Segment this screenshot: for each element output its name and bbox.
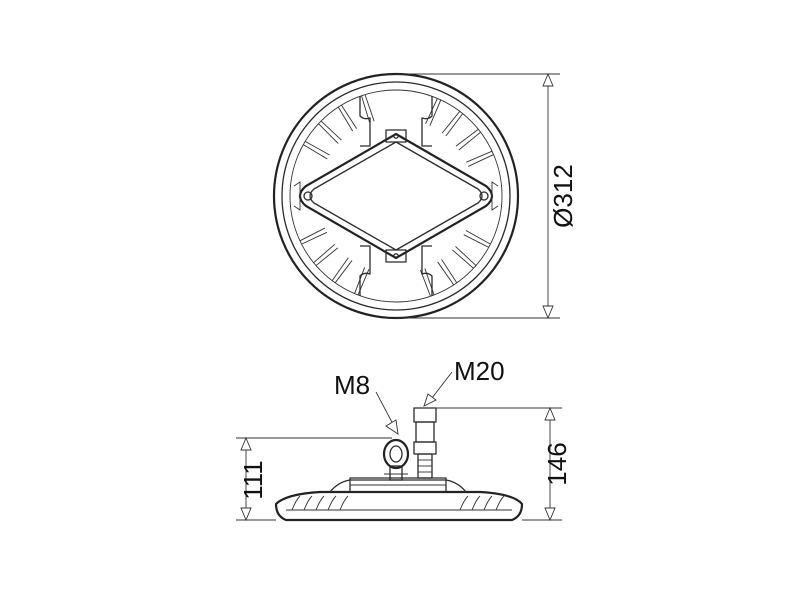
screw-left: [303, 191, 313, 201]
gland-body: [415, 421, 435, 443]
side-fin: [327, 495, 337, 511]
arrow-111-top: [240, 436, 252, 451]
gland-nut: [413, 441, 437, 455]
diameter-label: Ø312: [548, 164, 578, 228]
side-fin: [471, 495, 481, 511]
driver-housing-inner: [309, 141, 483, 251]
m8-arrow: [385, 419, 399, 435]
fin-line: [320, 120, 342, 141]
side-fin: [483, 495, 493, 511]
arrow-111-bottom: [240, 507, 252, 522]
fin-line: [303, 144, 328, 160]
bracket-tl: [359, 96, 371, 147]
arrow-bottom: [542, 305, 554, 320]
heat-sink-fins: [299, 94, 494, 297]
base-disc: [274, 490, 524, 522]
bottom-lug: [385, 249, 407, 263]
m20-leader: [431, 371, 453, 399]
inner-ring: [281, 81, 511, 311]
eye-bolt-hole: [389, 445, 403, 463]
m20-label: M20: [454, 356, 505, 386]
fin-line: [299, 227, 326, 242]
fin-line: [458, 131, 481, 151]
bracket-tr: [421, 96, 433, 147]
fin-line: [429, 99, 442, 126]
fin-line: [304, 141, 330, 156]
driver-housing: [298, 132, 494, 260]
fin-line: [441, 111, 461, 134]
right-bracket: [491, 181, 499, 211]
fin-line: [341, 104, 358, 129]
fin-line: [315, 247, 339, 266]
left-bracket: [293, 181, 301, 211]
fin-line: [441, 259, 458, 284]
fin-line: [337, 106, 354, 132]
fin-line: [452, 249, 474, 269]
fin-line: [331, 257, 349, 281]
bracket-bl: [359, 245, 371, 296]
gland-cap: [413, 407, 437, 423]
arrow-top: [542, 72, 554, 87]
side-fin: [303, 495, 313, 511]
fin-ring: [289, 89, 503, 303]
fin-line: [334, 260, 353, 284]
m8-label: M8: [334, 370, 370, 400]
side-view: 146 111 M8 M20: [236, 356, 572, 522]
side-fin: [495, 495, 505, 511]
height-total-label: 146: [542, 442, 572, 485]
fin-line: [318, 123, 339, 144]
fin-line: [465, 230, 491, 245]
fin-line: [455, 128, 479, 147]
eye-bolt-ring: [382, 438, 410, 470]
m8-leader: [375, 391, 395, 427]
top-lug: [385, 129, 407, 143]
fin-line: [445, 113, 464, 137]
fin-line: [364, 94, 375, 122]
side-fin: [339, 495, 349, 511]
fin-line: [313, 243, 336, 264]
side-fin: [459, 495, 469, 511]
fin-line: [301, 231, 328, 245]
bottom-lug-hole: [393, 253, 399, 259]
arrow-146-bottom: [544, 507, 556, 522]
height-body-label: 111: [238, 460, 268, 500]
m20-arrow: [423, 393, 437, 407]
side-fin: [291, 495, 301, 511]
arrow-146-top: [544, 406, 556, 421]
top-view: Ø312: [272, 72, 578, 320]
fin-line: [455, 246, 477, 266]
top-lug-hole: [393, 133, 399, 139]
fin-line: [467, 154, 494, 167]
bracket-br: [421, 245, 433, 296]
fin-line: [466, 150, 493, 163]
screw-right: [479, 191, 489, 201]
fin-line: [463, 234, 489, 248]
eye-bolt-shank: [389, 465, 403, 481]
fin-line: [437, 261, 455, 286]
side-fin: [315, 495, 325, 511]
side-fins: [291, 495, 505, 511]
